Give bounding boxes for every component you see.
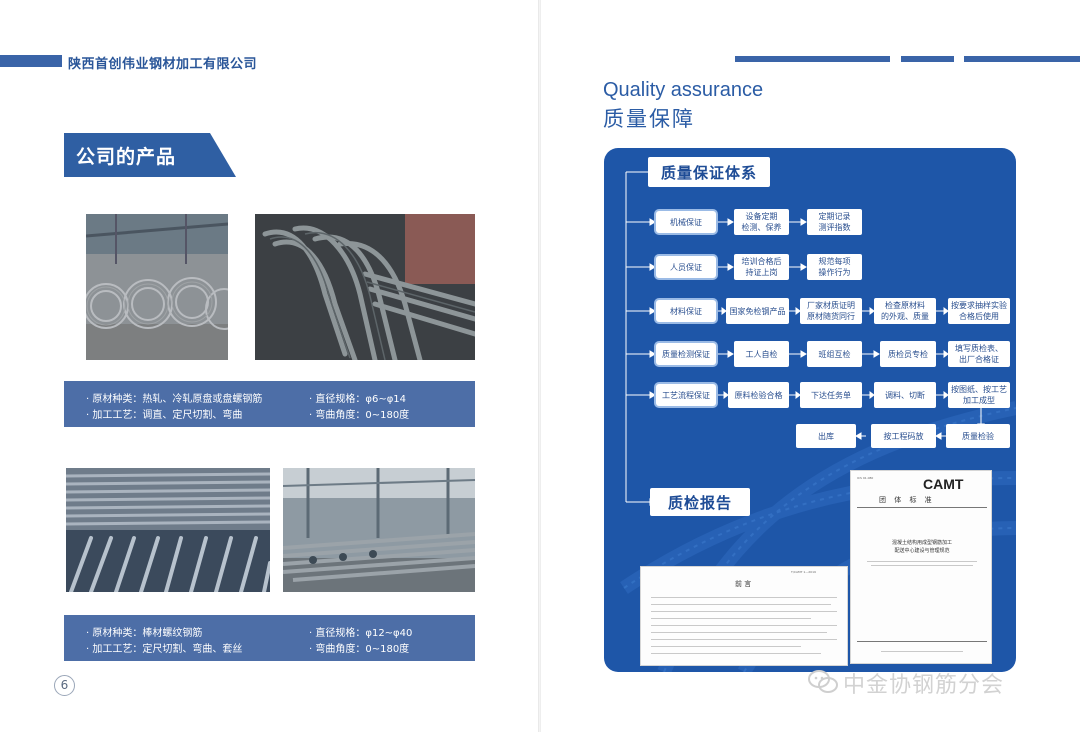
step-return-1: 出库 (796, 424, 856, 448)
header-accent-bar-1 (735, 56, 890, 62)
step-return-2: 按工程码放 (871, 424, 936, 448)
step-material-1: 国家免检钢产品 (726, 298, 789, 324)
header-accent-bar (0, 55, 62, 67)
system-title: 质量保证体系 (648, 157, 770, 187)
section-title: 公司的产品 (76, 146, 177, 168)
step-machine-1: 设备定期 检测、保养 (734, 209, 789, 235)
step-material-4: 按要求抽样实验 合格后使用 (948, 298, 1010, 324)
product-2-material: · 原材种类：棒材螺纹钢筋 (86, 628, 203, 639)
step-process-2: 下达任务单 (800, 382, 862, 408)
step-inspection-1: 工人自检 (734, 341, 789, 367)
step-machine-2: 定期记录 测评指数 (807, 209, 862, 235)
standard-label: 团 体 标 准 (879, 496, 935, 504)
watermark-text: 中金协钢筋分会 (843, 673, 1005, 698)
report-cover-page: ICS 91.080 CAMT 团 体 标 准 混凝土结构用成型钢筋加工 配送中… (850, 470, 992, 664)
step-process-3: 调料、切断 (874, 382, 936, 408)
left-page: 陕西首创伟业钢材加工有限公司 公司的产品 (0, 0, 538, 732)
page-number: 6 (54, 675, 75, 696)
section-title-tab: 公司的产品 (64, 133, 236, 177)
photo-coil-rebar (86, 214, 228, 360)
category-personnel: 人员保证 (656, 256, 716, 278)
quality-system-panel: 质量保证体系 机械保证 设备定期 检测、保养 定期记录 测评指数 人员保证 培训… (604, 148, 1016, 672)
report-preface-page: T/CAMT 1—2019 前 言 (640, 566, 848, 666)
product-info-band-2: · 原材种类：棒材螺纹钢筋 · 加工工艺：定尺切割、弯曲、套丝 · 直径规格：φ… (64, 615, 475, 661)
category-process: 工艺流程保证 (656, 384, 716, 406)
step-personnel-1: 培训合格后 持证上岗 (734, 254, 789, 280)
step-material-3: 检查原材料 的外观、质量 (874, 298, 936, 324)
product-1-diameter: · 直径规格：φ6~φ14 (309, 394, 407, 405)
step-inspection-2: 班组互检 (807, 341, 862, 367)
wechat-icon (808, 670, 838, 693)
company-name: 陕西首创伟业钢材加工有限公司 (68, 57, 258, 72)
product-1-angle: · 弯曲角度：0~180度 (309, 410, 410, 421)
product-1-material: · 原材种类：热轧、冷轧原盘或盘螺钢筋 (86, 394, 263, 405)
product-2-angle: · 弯曲角度：0~180度 (309, 644, 410, 655)
right-page: Quality assurance 质量保障 (541, 0, 1080, 732)
step-inspection-3: 质检员专检 (880, 341, 936, 367)
product-info-band-1: · 原材种类：热轧、冷轧原盘或盘螺钢筋 · 加工工艺：调直、定尺切割、弯曲 · … (64, 381, 475, 427)
photo-rebar-bundle (66, 468, 270, 592)
step-personnel-2: 规范每项 操作行为 (807, 254, 862, 280)
step-material-2: 厂家材质证明 原材随货同行 (800, 298, 862, 324)
step-process-4: 按图纸、按工艺 加工成型 (948, 382, 1010, 408)
photo-factory-rebar (283, 468, 475, 592)
product-2-diameter: · 直径规格：φ12~φ40 (309, 628, 413, 639)
standard-title: 混凝土结构用成型钢筋加工 配送中心建设与管理规范 (891, 540, 952, 554)
heading-english: Quality assurance (603, 79, 764, 101)
product-2-process: · 加工工艺：定尺切割、弯曲、套丝 (86, 644, 243, 655)
category-inspection: 质量检测保证 (656, 343, 716, 365)
heading-chinese: 质量保障 (603, 107, 695, 131)
step-inspection-4: 填写质检表、 出厂合格证 (948, 341, 1010, 367)
report-title: 质检报告 (650, 488, 750, 516)
step-process-1: 原料检验合格 (728, 382, 789, 408)
book-spine (538, 0, 541, 732)
camt-logo: CAMT (923, 476, 964, 492)
product-1-process: · 加工工艺：调直、定尺切割、弯曲 (86, 410, 243, 421)
photo-bent-rebar (255, 214, 475, 360)
category-machine: 机械保证 (656, 211, 716, 233)
step-return-3: 质量检验 (946, 424, 1010, 448)
header-accent-bar-2 (901, 56, 954, 62)
header-accent-bar-3 (964, 56, 1080, 62)
preface-heading: 前 言 (735, 580, 752, 588)
category-material: 材料保证 (656, 300, 716, 322)
